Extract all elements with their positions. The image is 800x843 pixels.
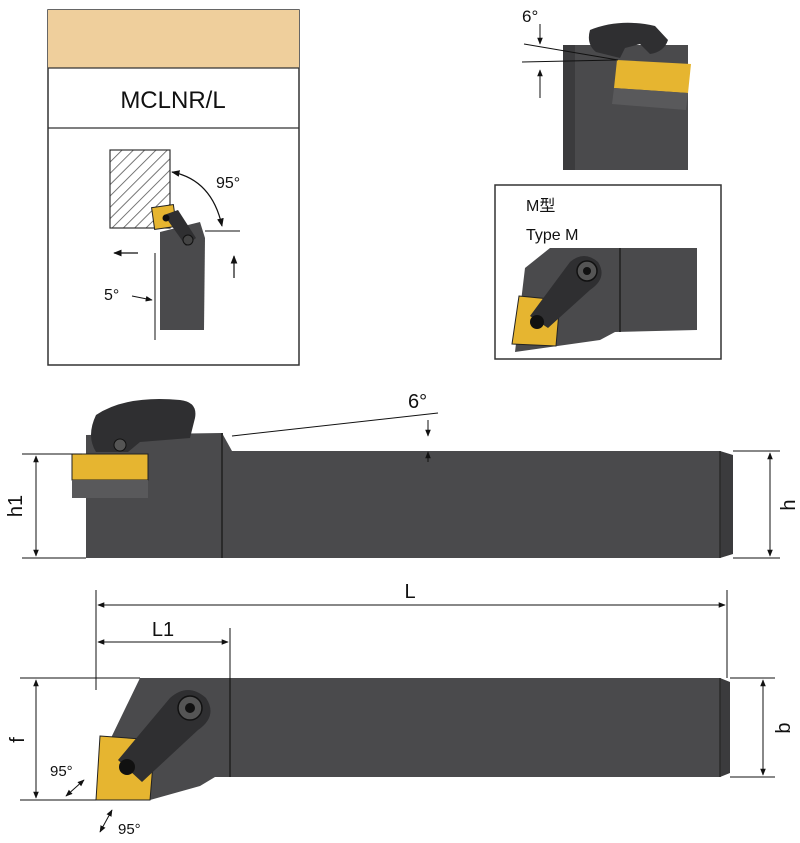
inclination-detail: 6° (521, 7, 691, 170)
clearance-angle: 5° (104, 287, 119, 304)
model-code: MCLNR/L (120, 87, 225, 114)
type-box: M型 Type M (494, 184, 722, 360)
type-label-en: Type M (526, 227, 578, 244)
mini-tool-shank (160, 222, 205, 330)
angle-lead: 95° (50, 763, 73, 780)
dim-h1: h1 (5, 495, 27, 517)
top-shank (230, 678, 720, 777)
side-clamp (91, 399, 196, 452)
header-band (48, 10, 299, 68)
rotation-arrow-icon (171, 170, 224, 227)
angle-side: 95° (118, 821, 141, 838)
dim-h: h (778, 499, 800, 510)
top-view: L L1 f b 95° 95° (7, 581, 795, 838)
dim-L1: L1 (152, 619, 174, 641)
dim-b: b (773, 722, 795, 733)
side-angle: 6° (408, 391, 427, 413)
side-view: 6° h1 h (5, 391, 800, 559)
detail-clamp (588, 22, 668, 58)
type-tool-body (515, 248, 697, 352)
detail-angle: 6° (522, 7, 538, 26)
side-shank (232, 451, 720, 558)
top-shank-end (720, 678, 730, 777)
side-insert (71, 453, 149, 481)
model-box: MCLNR/L 95° 5° (47, 9, 300, 366)
dim-L: L (404, 581, 415, 603)
type-label-cn: M型 (526, 197, 555, 215)
approach-angle: 95° (216, 175, 240, 192)
detail-insert (614, 60, 691, 93)
dim-f: f (7, 737, 29, 743)
side-shank-end (720, 451, 733, 558)
